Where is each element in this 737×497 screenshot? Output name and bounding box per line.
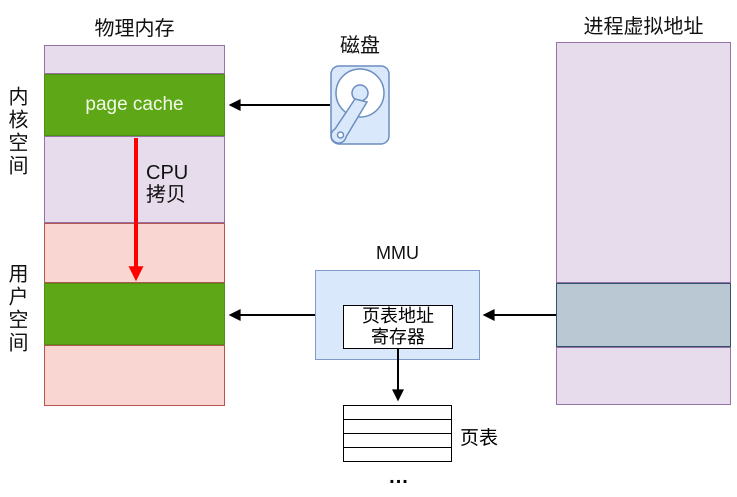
kernel-region-segment — [44, 45, 225, 74]
disk-icon — [330, 65, 390, 145]
page-table-row — [343, 433, 452, 448]
cpu-copy-label: CPU 拷贝 — [146, 162, 188, 206]
virtual-address-column — [556, 42, 731, 405]
page-cache-label: page cache — [85, 94, 184, 115]
register-label-line1: 页表地址 — [362, 306, 434, 326]
physical-memory-column: page cache — [44, 45, 225, 406]
page-cache-segment: page cache — [44, 74, 225, 136]
virtual-address-title: 进程虚拟地址 — [583, 16, 704, 38]
cpu-copy-line2: 拷贝 — [146, 184, 186, 206]
page-table-ellipsis: ... — [389, 466, 409, 488]
mapped-virtual-segment — [556, 283, 731, 347]
cpu-copy-line1: CPU — [146, 162, 189, 184]
user-region-segment — [44, 345, 225, 406]
page-table-row — [343, 419, 452, 434]
user-mapped-page-segment — [44, 283, 225, 345]
disk-title: 磁盘 — [340, 35, 380, 57]
page-table-register-box: 页表地址 寄存器 — [343, 305, 453, 349]
kernel-region-segment — [44, 136, 225, 223]
register-label-line2: 寄存器 — [371, 327, 425, 347]
user-space-label: 用户空间 — [5, 263, 27, 355]
page-table-row — [343, 447, 452, 462]
mmu-title: MMU — [376, 243, 419, 263]
page-table — [343, 405, 452, 462]
user-region-segment — [44, 223, 225, 283]
virtual-region-segment — [556, 42, 731, 283]
physical-memory-title: 物理内存 — [94, 18, 175, 40]
virtual-region-segment — [556, 347, 731, 405]
page-table-label: 页表 — [460, 428, 499, 449]
page-table-row — [343, 405, 452, 420]
kernel-space-label: 内核空间 — [5, 86, 27, 178]
